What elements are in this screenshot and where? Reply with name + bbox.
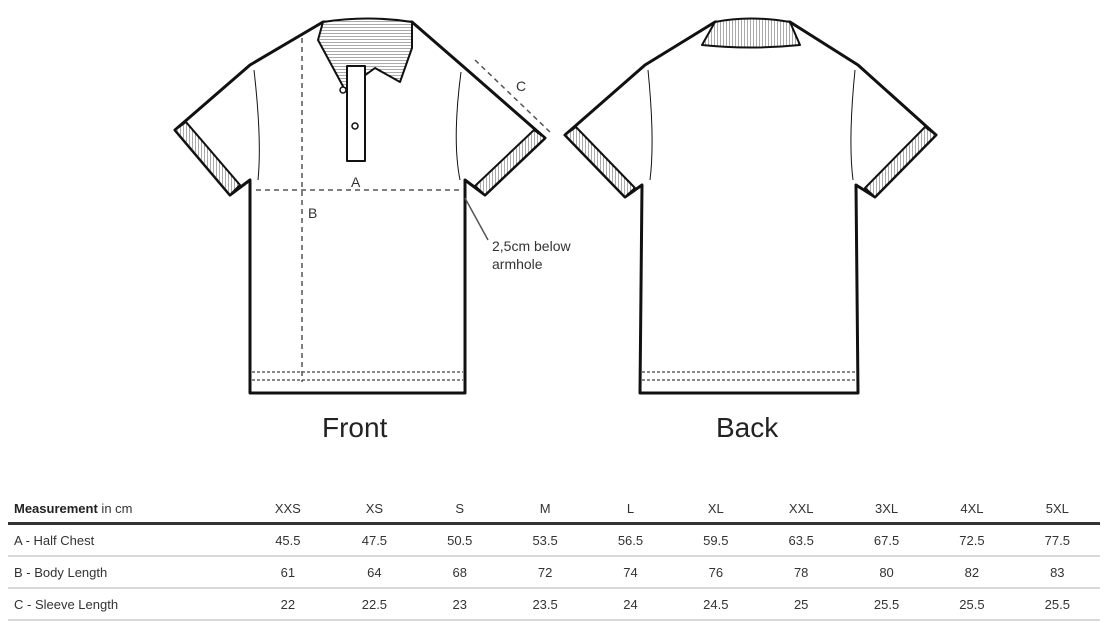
table-cell: 83 (1014, 556, 1100, 589)
note-line: 2,5cm below (492, 238, 571, 254)
header-measurement: Measurement in cm (8, 494, 244, 525)
table-cell: 72.5 (929, 523, 1015, 557)
table-cell: 77.5 (1014, 523, 1100, 557)
table-cell: 78 (758, 556, 844, 589)
front-shirt (173, 17, 547, 395)
back-shirt (563, 17, 938, 395)
table-cell: 25 (758, 588, 844, 621)
table-cell: 23.5 (502, 588, 588, 621)
table-cell: 76 (673, 556, 759, 589)
polo-shirt-diagrams (173, 17, 938, 395)
table-cell: 24.5 (673, 588, 759, 621)
table-cell: 82 (929, 556, 1015, 589)
row-label: B - Body Length (8, 556, 244, 589)
header-unit: in cm (97, 500, 133, 516)
back-label: Back (716, 412, 779, 443)
size-header: M (502, 494, 588, 525)
table-cell: 67.5 (843, 523, 930, 557)
table-cell: 23 (417, 588, 503, 621)
chest-measure-note: 2,5cm below armhole (492, 237, 571, 273)
table-cell: 56.5 (587, 523, 674, 557)
size-header: XS (331, 494, 418, 525)
note-line: armhole (492, 256, 543, 272)
size-header: 5XL (1014, 494, 1100, 525)
table-cell: 22 (244, 588, 332, 621)
measure-c-label: C (516, 78, 527, 94)
measure-lines (256, 38, 551, 382)
front-label: Front (322, 412, 388, 443)
header-bold: Measurement (14, 500, 98, 516)
table-cell: 68 (417, 556, 503, 589)
size-header: XXS (244, 494, 332, 525)
table-cell: 53.5 (502, 523, 588, 557)
table-cell: 25.5 (1014, 588, 1100, 621)
table-cell: 25.5 (929, 588, 1015, 621)
size-header: XL (673, 494, 759, 525)
size-header: XXL (758, 494, 844, 525)
table-cell: 50.5 (417, 523, 503, 557)
row-label: A - Half Chest (8, 523, 244, 557)
table-cell: 74 (587, 556, 674, 589)
table-cell: 63.5 (758, 523, 844, 557)
table-cell: 61 (244, 556, 332, 589)
size-header: 3XL (843, 494, 930, 525)
table-cell: 25.5 (843, 588, 930, 621)
measure-b-label: B (308, 205, 318, 221)
table-cell: 47.5 (331, 523, 418, 557)
size-header: 4XL (929, 494, 1015, 525)
table-cell: 24 (587, 588, 674, 621)
size-header: S (417, 494, 503, 525)
table-cell: 64 (331, 556, 418, 589)
measure-a-label: A (351, 174, 361, 190)
table-cell: 59.5 (673, 523, 759, 557)
table-cell: 45.5 (244, 523, 332, 557)
row-label: C - Sleeve Length (8, 588, 244, 621)
table-cell: 72 (502, 556, 588, 589)
table-cell: 22.5 (331, 588, 418, 621)
size-header: L (587, 494, 674, 525)
table-cell: 80 (843, 556, 930, 589)
